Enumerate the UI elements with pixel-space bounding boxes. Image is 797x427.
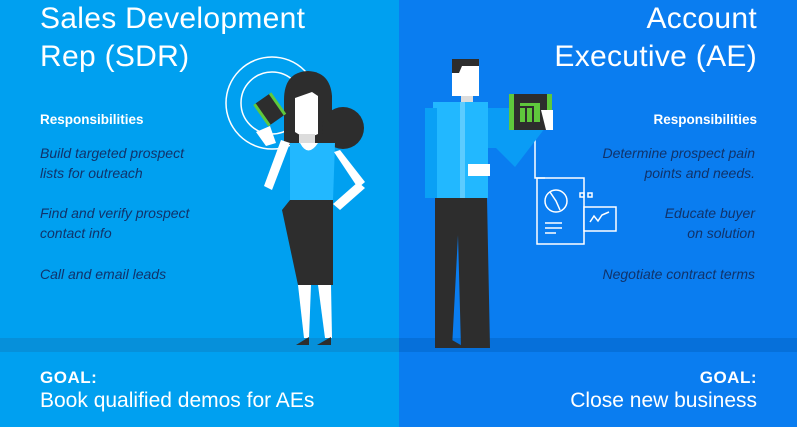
- ae-responsibilities-heading: Responsibilities: [653, 112, 757, 127]
- responsibility-line: Determine prospect pain: [602, 145, 755, 161]
- sdr-title-line2: Rep (SDR): [40, 40, 190, 73]
- sdr-responsibility-item: Call and email leads: [40, 264, 166, 284]
- responsibility-line: points and needs.: [644, 165, 755, 181]
- responsibility-line: Find and verify prospect: [40, 205, 190, 221]
- sdr-panel: Sales Development Rep (SDR) Responsibili…: [0, 0, 399, 427]
- sdr-responsibility-item: Find and verify prospect contact info: [40, 203, 189, 243]
- sdr-goal-text: Book qualified demos for AEs: [40, 389, 315, 412]
- responsibility-line: Educate buyer: [664, 205, 755, 221]
- responsibility-line: lists for outreach: [40, 165, 143, 181]
- ae-responsibility-item: Educate buyer on solution: [665, 203, 755, 243]
- dashboard-icon: [536, 177, 617, 245]
- floor-strip: [0, 338, 399, 352]
- ae-responsibility-item: Negotiate contract terms: [602, 264, 755, 284]
- sdr-title: Sales Development Rep (SDR): [40, 0, 305, 76]
- woman-on-phone-icon: [225, 56, 365, 345]
- ae-title-line1: Account: [646, 2, 757, 35]
- ae-title-line2: Executive (AE): [554, 40, 757, 73]
- responsibility-line: on solution: [687, 225, 755, 241]
- responsibility-line: contact info: [40, 225, 112, 241]
- responsibility-line: Negotiate contract terms: [602, 266, 755, 282]
- ae-goal-label: GOAL:: [699, 368, 757, 387]
- ae-goal-text: Close new business: [570, 389, 757, 412]
- man-with-tablet-icon: [425, 59, 617, 348]
- ae-title: Account Executive (AE): [554, 0, 757, 76]
- responsibility-line: Build targeted prospect: [40, 145, 184, 161]
- ae-responsibility-item: Determine prospect pain points and needs…: [602, 143, 755, 183]
- ae-panel: Account Executive (AE) Responsibilities …: [399, 0, 797, 427]
- responsibility-line: Call and email leads: [40, 266, 167, 282]
- sdr-responsibility-item: Build targeted prospect lists for outrea…: [40, 143, 184, 183]
- sdr-responsibilities-heading: Responsibilities: [40, 112, 144, 127]
- sdr-goal-label: GOAL:: [40, 368, 98, 387]
- floor-strip: [399, 338, 797, 352]
- sdr-title-line1: Sales Development: [40, 2, 306, 35]
